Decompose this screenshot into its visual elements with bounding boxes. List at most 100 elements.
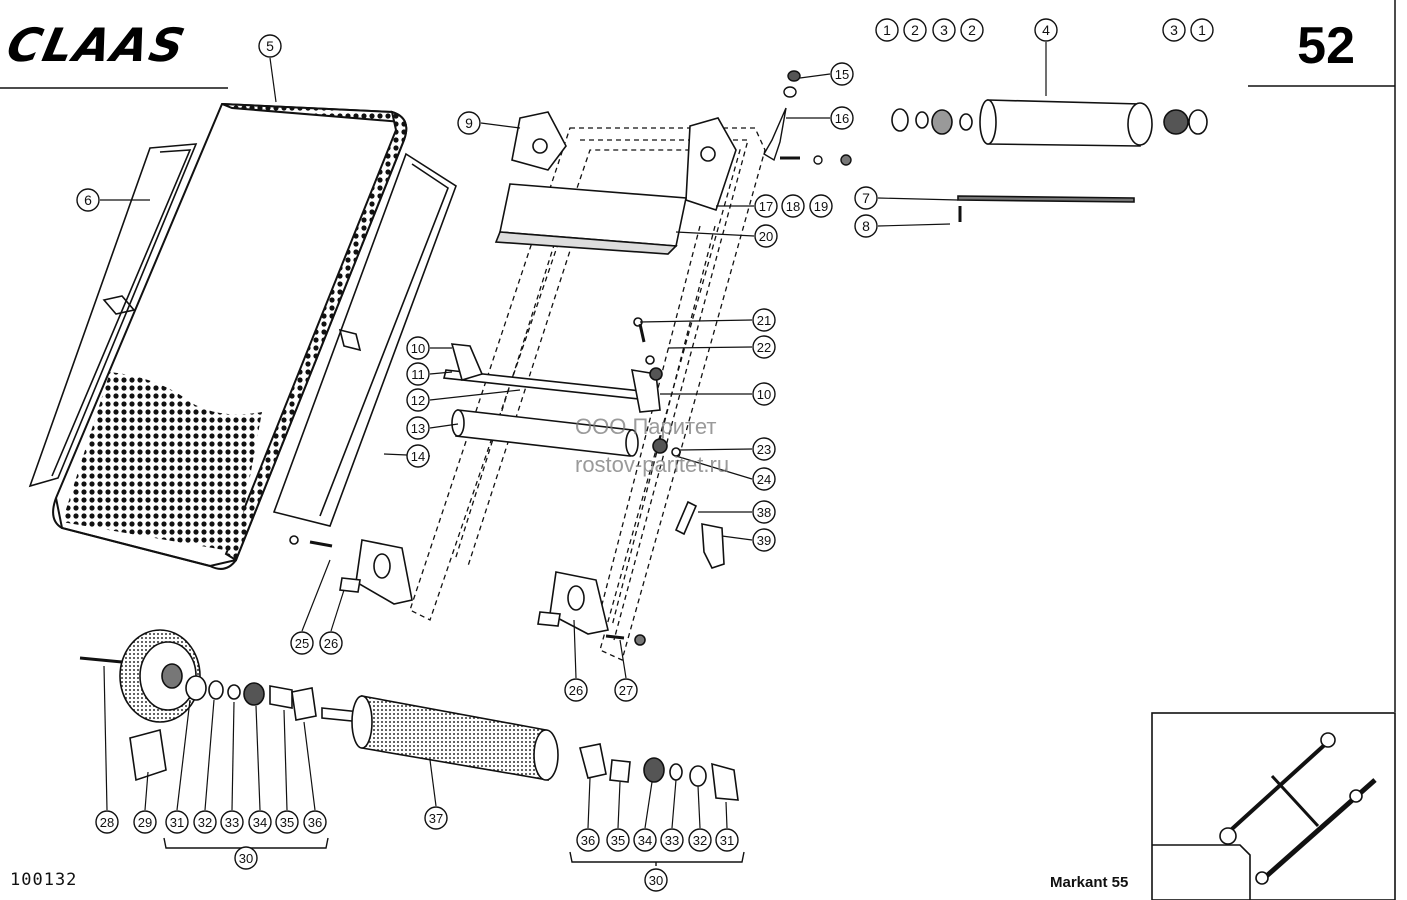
callout-26: 26 [564, 678, 588, 702]
right-side-guide [272, 152, 457, 527]
callout-23: 23 [752, 437, 776, 461]
callout-29: 29 [133, 810, 157, 834]
frame-lines [0, 0, 1396, 712]
leader-line [429, 759, 437, 807]
callout-circle [781, 194, 805, 218]
callout-text: 31 [170, 815, 184, 830]
callout-36: 36 [303, 810, 327, 834]
leader-lines [100, 42, 1047, 829]
callout-circle [752, 467, 776, 491]
callout-6: 6 [76, 188, 100, 212]
callout-31: 31 [715, 828, 739, 852]
callout-15: 15 [830, 62, 854, 86]
callout-32: 32 [193, 810, 217, 834]
callout-17: 17 [754, 194, 778, 218]
lower-brackets [289, 535, 646, 646]
leader-line [679, 448, 753, 451]
callout-text: 30 [239, 851, 253, 866]
callout-circle [932, 18, 956, 42]
callout-text: 31 [720, 833, 734, 848]
callout-text: 20 [759, 229, 773, 244]
callout-text: 14 [411, 449, 425, 464]
callout-circle [406, 362, 430, 386]
callout-circle [290, 631, 314, 655]
callout-circle [303, 810, 327, 834]
callout-35: 35 [606, 828, 630, 852]
callout-circle [406, 388, 430, 412]
leader-line [697, 785, 701, 829]
callout-circle [614, 678, 638, 702]
callout-14: 14 [406, 444, 430, 468]
callout-text: 23 [757, 442, 771, 457]
inset-detail [1151, 712, 1396, 900]
callout-circle [752, 382, 776, 406]
callout-circle [903, 18, 927, 42]
callout-circle [633, 828, 657, 852]
callout-circle [752, 335, 776, 359]
leader-line [301, 559, 331, 632]
callout-circle [1190, 18, 1214, 42]
model-name: Markant 55 [1050, 874, 1129, 891]
callout-text: 26 [569, 683, 583, 698]
callout-text: 33 [665, 833, 679, 848]
callout-text: 1 [1198, 22, 1206, 38]
callout-22: 22 [752, 335, 776, 359]
callout-circle [193, 810, 217, 834]
callout-text: 8 [862, 218, 870, 234]
callout-text: 26 [324, 636, 338, 651]
callout-circle [1034, 18, 1058, 42]
leader-line [429, 423, 459, 429]
callout-circle [406, 444, 430, 468]
callout-25: 25 [290, 631, 314, 655]
callout-34: 34 [248, 810, 272, 834]
leader-line [675, 231, 755, 237]
callout-circle [275, 810, 299, 834]
upper-hardware [763, 70, 852, 166]
callout-19: 19 [809, 194, 833, 218]
callout-circle [660, 828, 684, 852]
callout-circle [165, 810, 189, 834]
callout-circle [220, 810, 244, 834]
callout-circle [752, 500, 776, 524]
callout-32: 32 [688, 828, 712, 852]
callout-text: 36 [308, 815, 322, 830]
upper-brackets [494, 111, 737, 255]
callout-27: 27 [614, 678, 638, 702]
callout-39: 39 [752, 528, 776, 552]
callout-20: 20 [754, 224, 778, 248]
watermark-line-1: ООО Паритет [575, 414, 717, 439]
callout-text: 24 [757, 472, 771, 487]
leader-line [269, 57, 277, 103]
callout-text: 36 [581, 833, 595, 848]
callout-text: 18 [786, 199, 800, 214]
leader-line [429, 371, 453, 375]
callout-text: 11 [411, 367, 425, 382]
leader-line [587, 777, 591, 829]
document-number: 100132 [10, 870, 78, 890]
callout-1: 1 [875, 18, 899, 42]
callout-10: 10 [752, 382, 776, 406]
callout-text: 38 [757, 505, 771, 520]
callout-circle [875, 18, 899, 42]
leader-line [176, 699, 191, 811]
callout-1: 1 [1190, 18, 1214, 42]
callout-text: 5 [266, 38, 274, 54]
callout-text: 29 [138, 815, 152, 830]
callout-3: 3 [1162, 18, 1186, 42]
callout-34: 34 [633, 828, 657, 852]
callout-text: 15 [835, 67, 849, 82]
callout-circle [715, 828, 739, 852]
leader-line [671, 779, 677, 829]
callout-text: 33 [225, 815, 239, 830]
lower-roller-assembly [79, 629, 739, 801]
callout-text: 25 [295, 636, 309, 651]
callout-text: 39 [757, 533, 771, 548]
callout-30: 30 [234, 846, 258, 870]
callout-text: 10 [757, 387, 771, 402]
callout-text: 6 [84, 192, 92, 208]
callout-text: 17 [759, 199, 773, 214]
callout-24: 24 [752, 467, 776, 491]
leader-line [877, 197, 959, 201]
callout-37: 37 [424, 806, 448, 830]
